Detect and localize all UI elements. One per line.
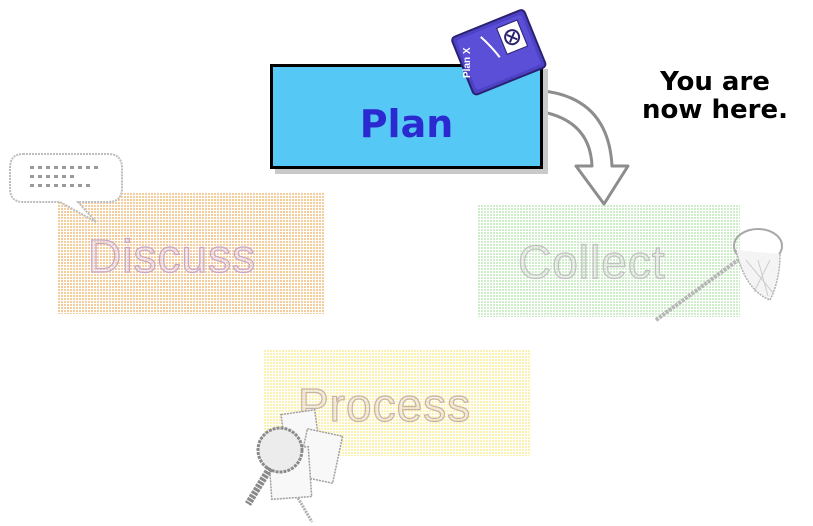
process-label: Process: [297, 378, 472, 431]
discuss-texture: [58, 193, 324, 314]
magnifier-documents-icon: [245, 409, 344, 523]
discuss-label: Discuss: [87, 229, 257, 282]
discuss-box: Discuss: [58, 193, 324, 314]
speech-bubble-icon: [9, 153, 123, 223]
clipboard-label: Plan X: [462, 47, 473, 78]
location-note: You are now here.: [615, 68, 813, 124]
curved-arrow-icon: [528, 88, 630, 206]
collect-texture: [478, 205, 740, 317]
clipboard-icon: Plan X: [451, 9, 547, 96]
plan-box: Plan: [270, 64, 543, 169]
butterfly-net-icon: [654, 228, 783, 322]
collect-label: Collect: [517, 235, 666, 288]
location-note-line1: You are: [660, 67, 770, 97]
location-note-line2: now here.: [642, 95, 788, 125]
plan-label: Plan: [359, 101, 454, 146]
process-box: Process: [264, 350, 530, 456]
collect-box: Collect: [478, 205, 740, 317]
